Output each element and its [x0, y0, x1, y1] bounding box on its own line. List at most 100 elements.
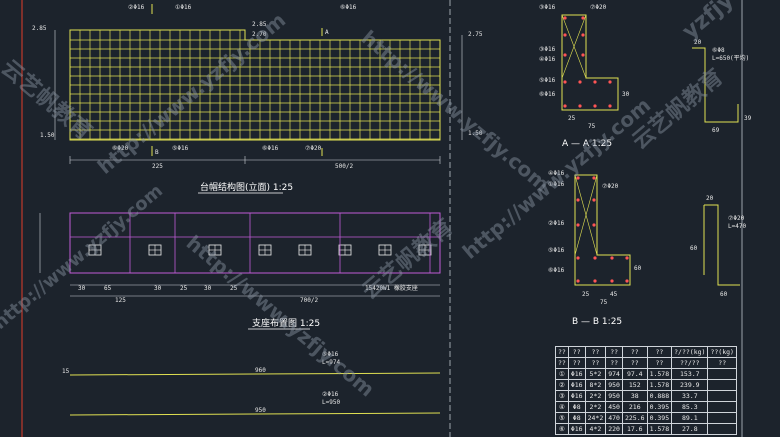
table-cell: 0.395	[646, 401, 673, 413]
label-bottom-4: ⑦Φ20	[305, 145, 322, 152]
secB-dim-4: 75	[600, 299, 608, 306]
secB-label-1: ④Φ16	[548, 170, 565, 177]
table-cell: 24*2	[584, 412, 607, 424]
secA-label-4: ⑤Φ16	[539, 77, 556, 84]
table-header-cell: ??	[605, 346, 623, 358]
table-cell: 5*2	[584, 368, 607, 380]
secA-label-1: ③Φ16	[539, 4, 556, 11]
table-cell: 0.395	[646, 412, 673, 424]
table-cell: 89.1	[671, 412, 709, 424]
sup-dim-5: 30	[204, 285, 212, 292]
table-cell: ⑤	[555, 412, 569, 424]
rebar1-label: ⑤Φ16	[322, 351, 339, 358]
table-cell: ⑥	[555, 423, 569, 435]
secB-label-2: ①Φ16	[548, 181, 565, 188]
table-cell: ??	[555, 357, 569, 369]
sup-dim-3: 30	[154, 285, 162, 292]
table-cell	[707, 412, 737, 424]
rebar-line-2	[69, 412, 441, 416]
label-top-4: A	[325, 29, 329, 36]
table-cell: 220	[605, 423, 623, 435]
sup-dim-1: 30	[78, 285, 86, 292]
elev-left-bottom: 1.50	[40, 132, 55, 139]
table-cell: 1.578	[646, 423, 673, 435]
label-bottom-1: ⑥Φ20	[112, 145, 129, 152]
watermark-4: http://www.yzfjy.com	[182, 230, 379, 401]
table-cell: Φ8	[567, 412, 586, 424]
secB-label-6: ⑦Φ20	[602, 183, 619, 190]
secB-dim-2: 45	[610, 291, 618, 298]
sup-dim-4: 25	[180, 285, 188, 292]
watermark-2: http://www.yzfjy.com	[357, 25, 554, 196]
watermark-8: yzfjy	[678, 0, 739, 45]
table-cell: 27.8	[671, 423, 709, 435]
section-b	[574, 174, 631, 286]
rebar2-mid: 950	[255, 407, 266, 414]
table-cell: 33.7	[671, 390, 709, 402]
elevation-title: 台帽结构图(立面) 1:25	[200, 181, 293, 193]
secB-dim-3: 60	[634, 265, 642, 272]
secA-dim-2: 75	[588, 123, 596, 130]
elev-mid2: 2.70	[252, 31, 267, 38]
support-note: 15420W1 橡胶支座	[365, 284, 418, 292]
support-title: 支座布置图 1:25	[252, 317, 320, 329]
detail-b-dim-1: 20	[706, 195, 714, 202]
table-cell: ②	[555, 379, 569, 391]
sup-dim-2: 65	[104, 285, 112, 292]
secA-label-6: ⑦Φ20	[590, 4, 607, 11]
elev-right: 2.75	[468, 31, 483, 38]
rebar-line-1	[69, 372, 441, 376]
table-cell: 974	[605, 368, 623, 380]
detail-b-dim-2: 60	[690, 245, 698, 252]
table-cell	[707, 423, 737, 435]
table-header-cell: ??	[584, 346, 607, 358]
table-cell: 450	[605, 401, 623, 413]
label-top-2: ①Φ16	[175, 4, 192, 11]
rebar2-len: L=950	[322, 399, 340, 406]
table-cell: 1.578	[646, 368, 673, 380]
detail-a-len: L=650(平均)	[712, 54, 749, 62]
table-header-cell: ??	[567, 346, 586, 358]
detail-a-rebar	[692, 47, 739, 123]
watermark-3: http://www.yzfjy.com	[458, 93, 655, 264]
rebar1-mid: 960	[255, 367, 266, 374]
table-cell: 85.3	[671, 401, 709, 413]
watermark-1: http://www.yzfjy.com	[93, 8, 290, 179]
table-cell: ??/??	[671, 357, 709, 369]
dim-500: 500/2	[335, 163, 353, 170]
table-cell: Φ16	[567, 379, 586, 391]
rebar2-label: ②Φ16	[322, 391, 339, 398]
elev-right-bottom: 1.50	[468, 130, 483, 137]
table-cell: Φ16	[567, 423, 586, 435]
table-cell: 1.578	[646, 379, 673, 391]
table-cell: 470	[605, 412, 623, 424]
detail-b-label: ⑦Φ20	[728, 215, 745, 222]
table-cell: 4*2	[584, 423, 607, 435]
table-cell: ④	[555, 401, 569, 413]
table-cell: ??	[646, 357, 673, 369]
section-a	[561, 14, 619, 111]
label-bottom-2: ⑤Φ16	[172, 145, 189, 152]
table-cell: 97.4	[621, 368, 648, 380]
table-cell: 950	[605, 379, 623, 391]
detail-a-label: ⑥Φ8	[712, 47, 725, 54]
secA-dim-3: 30	[622, 91, 630, 98]
table-cell: ①	[555, 368, 569, 380]
label-bottom-5: B	[155, 149, 159, 156]
support-layout	[39, 212, 441, 297]
table-cell	[707, 401, 737, 413]
table-cell	[707, 379, 737, 391]
detail-b-dim-3: 60	[720, 291, 728, 298]
table-cell: ??	[584, 357, 607, 369]
table-cell: 225.6	[621, 412, 648, 424]
rebar-schedule-table: ?????????????/??(kg)??(kg)??????????????…	[555, 346, 737, 435]
table-header-cell: ?/??(kg)	[671, 346, 709, 358]
table-cell: ??	[567, 357, 586, 369]
elev-left: 2.85	[32, 25, 47, 32]
table-cell	[707, 390, 737, 402]
secA-dim-1: 25	[568, 115, 576, 122]
